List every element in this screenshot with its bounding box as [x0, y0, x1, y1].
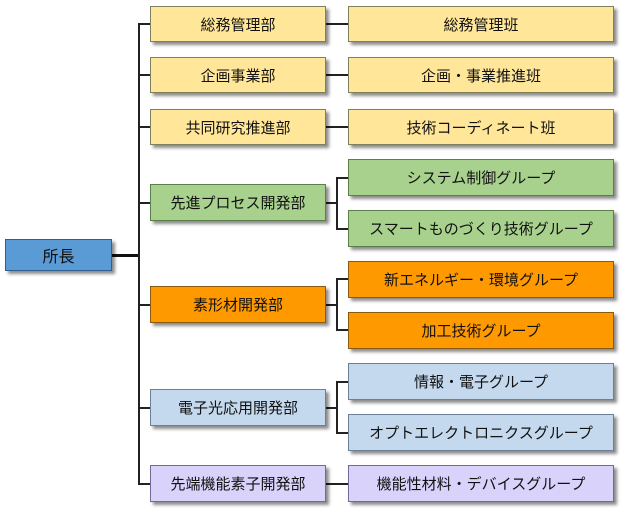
dept-label: 素形材開発部 — [192, 296, 283, 314]
unit-label: 機能性材料・デバイスグループ — [376, 475, 586, 493]
dept-label: 先端機能素子開発部 — [170, 475, 306, 493]
fork-dept-4-bar — [336, 177, 338, 229]
unit-box-system-control-group: システム制御グループ — [348, 159, 614, 196]
unit-label: 技術コーディネート班 — [406, 118, 556, 137]
branch-dept-1 — [138, 23, 150, 25]
dept-box-advanced-process: 先進プロセス開発部 — [150, 184, 326, 221]
fork-dept-5-bottom — [336, 329, 348, 331]
branch-dept-6 — [138, 407, 150, 409]
unit-label: スマートものづくり技術グループ — [369, 220, 593, 238]
fork-dept-4-bottom — [336, 228, 348, 230]
unit-box-info-electronics-group: 情報・電子グループ — [348, 363, 614, 400]
unit-box-energy-environment-group: 新エネルギー・環境グループ — [348, 261, 614, 298]
root-connector — [112, 254, 140, 257]
dept-box-planning: 企画事業部 — [150, 57, 326, 93]
unit-label: 新エネルギー・環境グループ — [383, 271, 579, 289]
link-unit-1 — [326, 23, 348, 25]
fork-dept-5-top — [336, 278, 348, 280]
fork-dept-6-top — [336, 381, 348, 383]
fork-dept-4-stem — [326, 202, 338, 204]
unit-box-planning-team: 企画・事業推進班 — [348, 57, 614, 93]
unit-box-optoelectronics-group: オプトエレクトロニクスグループ — [348, 414, 614, 451]
link-unit-7 — [326, 483, 348, 485]
unit-label: 企画・事業推進班 — [420, 66, 541, 85]
unit-box-coordination-team: 技術コーディネート班 — [348, 109, 614, 145]
branch-dept-7 — [138, 483, 150, 485]
dept-box-joint-research: 共同研究推進部 — [150, 109, 326, 145]
main-spine — [138, 23, 140, 484]
unit-label: システム制御グループ — [406, 169, 556, 187]
dept-label: 先進プロセス開発部 — [170, 194, 306, 212]
unit-box-general-affairs-team: 総務管理班 — [348, 6, 614, 42]
fork-dept-4-top — [336, 177, 348, 179]
unit-label: 総務管理班 — [443, 15, 519, 34]
link-unit-2 — [326, 74, 348, 76]
root-label: 所長 — [42, 247, 75, 266]
unit-label: 情報・電子グループ — [413, 373, 549, 391]
unit-label: オプトエレクトロニクスグループ — [369, 424, 593, 442]
link-unit-3 — [326, 126, 348, 128]
unit-label: 加工技術グループ — [421, 322, 541, 340]
root-box-director: 所長 — [5, 239, 112, 271]
dept-box-advanced-devices: 先端機能素子開発部 — [150, 465, 326, 502]
dept-box-general-affairs: 総務管理部 — [150, 6, 326, 42]
dept-label: 企画事業部 — [200, 66, 276, 85]
dept-box-materials: 素形材開発部 — [150, 286, 326, 323]
branch-dept-2 — [138, 74, 150, 76]
branch-dept-4 — [138, 202, 150, 204]
fork-dept-5-bar — [336, 278, 338, 331]
fork-dept-6-bottom — [336, 432, 348, 434]
dept-label: 電子光応用開発部 — [177, 399, 298, 417]
unit-box-smart-manufacturing-group: スマートものづくり技術グループ — [348, 210, 614, 247]
branch-dept-5 — [138, 304, 150, 306]
fork-dept-6-bar — [336, 381, 338, 434]
fork-dept-5-stem — [326, 304, 338, 306]
branch-dept-3 — [138, 126, 150, 128]
unit-box-functional-materials-group: 機能性材料・デバイスグループ — [348, 465, 614, 502]
fork-dept-6-stem — [326, 407, 338, 409]
dept-box-electronics-optics: 電子光応用開発部 — [150, 389, 326, 426]
dept-label: 共同研究推進部 — [185, 118, 291, 137]
dept-label: 総務管理部 — [200, 15, 276, 34]
unit-box-processing-group: 加工技術グループ — [348, 312, 614, 349]
